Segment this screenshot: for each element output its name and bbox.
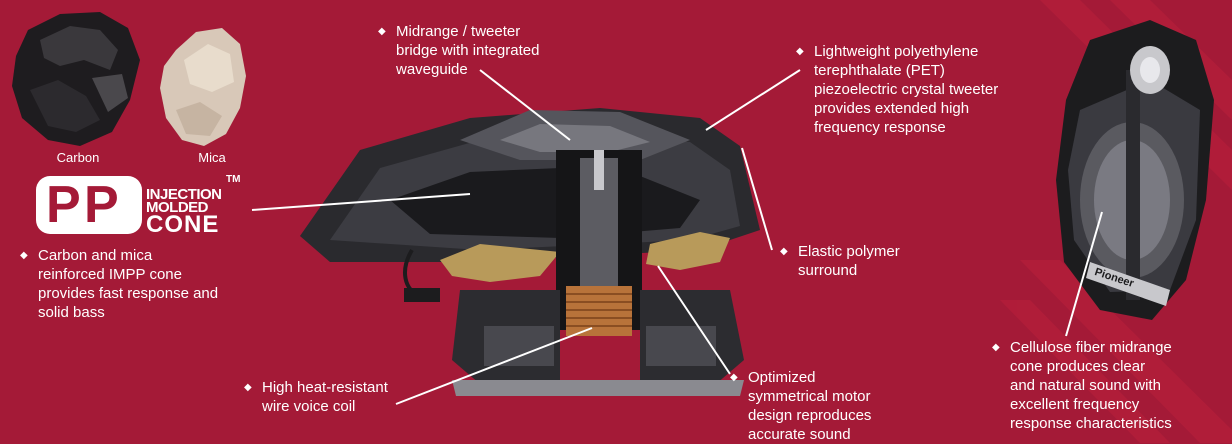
bullet-icon: ◆: [796, 46, 804, 57]
logo-wordmark: INJECTION MOLDED CONE: [146, 186, 222, 238]
bullet-icon: ◆: [992, 342, 1000, 353]
callout-voice-coil: ◆ High heat-resistant wire voice coil: [244, 379, 388, 415]
bullet-icon: ◆: [378, 26, 386, 37]
carbon-sample-image: [12, 12, 140, 146]
injection-molded-cone-logo: P P INJECTION MOLDED CONE TM: [36, 174, 248, 238]
trademark-symbol: TM: [226, 174, 241, 185]
leader-lines: [251, 69, 1103, 405]
callout-symmetrical-motor: ◆ Optimized symmetrical motor design rep…: [730, 369, 872, 443]
speaker-cutaway-image: [300, 108, 760, 396]
callout-elastic-surround: ◆ Elastic polymer surround: [780, 243, 900, 279]
pp-logo-mark: P P: [36, 176, 142, 234]
mica-sample-image: [160, 28, 246, 146]
pioneer-speaker-image: [1056, 20, 1214, 320]
callout-tweeter-bridge: ◆ Midrange / tweeter bridge with integra…: [378, 23, 540, 78]
callout-pet-tweeter: ◆ Lightweight polyethylene terephthalate…: [796, 43, 999, 136]
bullet-icon: ◆: [730, 372, 738, 383]
bullet-icon: ◆: [780, 246, 788, 257]
callout-cellulose-cone: ◆ Cellulose fiber midrange cone produces…: [992, 339, 1172, 432]
carbon-label: Carbon: [56, 150, 100, 165]
bullet-icon: ◆: [244, 382, 252, 393]
mica-label: Mica: [198, 150, 226, 165]
bullet-icon: ◆: [20, 250, 28, 261]
callout-carbon-mica-cone: ◆ Carbon and mica reinforced IMPP cone p…: [20, 247, 219, 321]
